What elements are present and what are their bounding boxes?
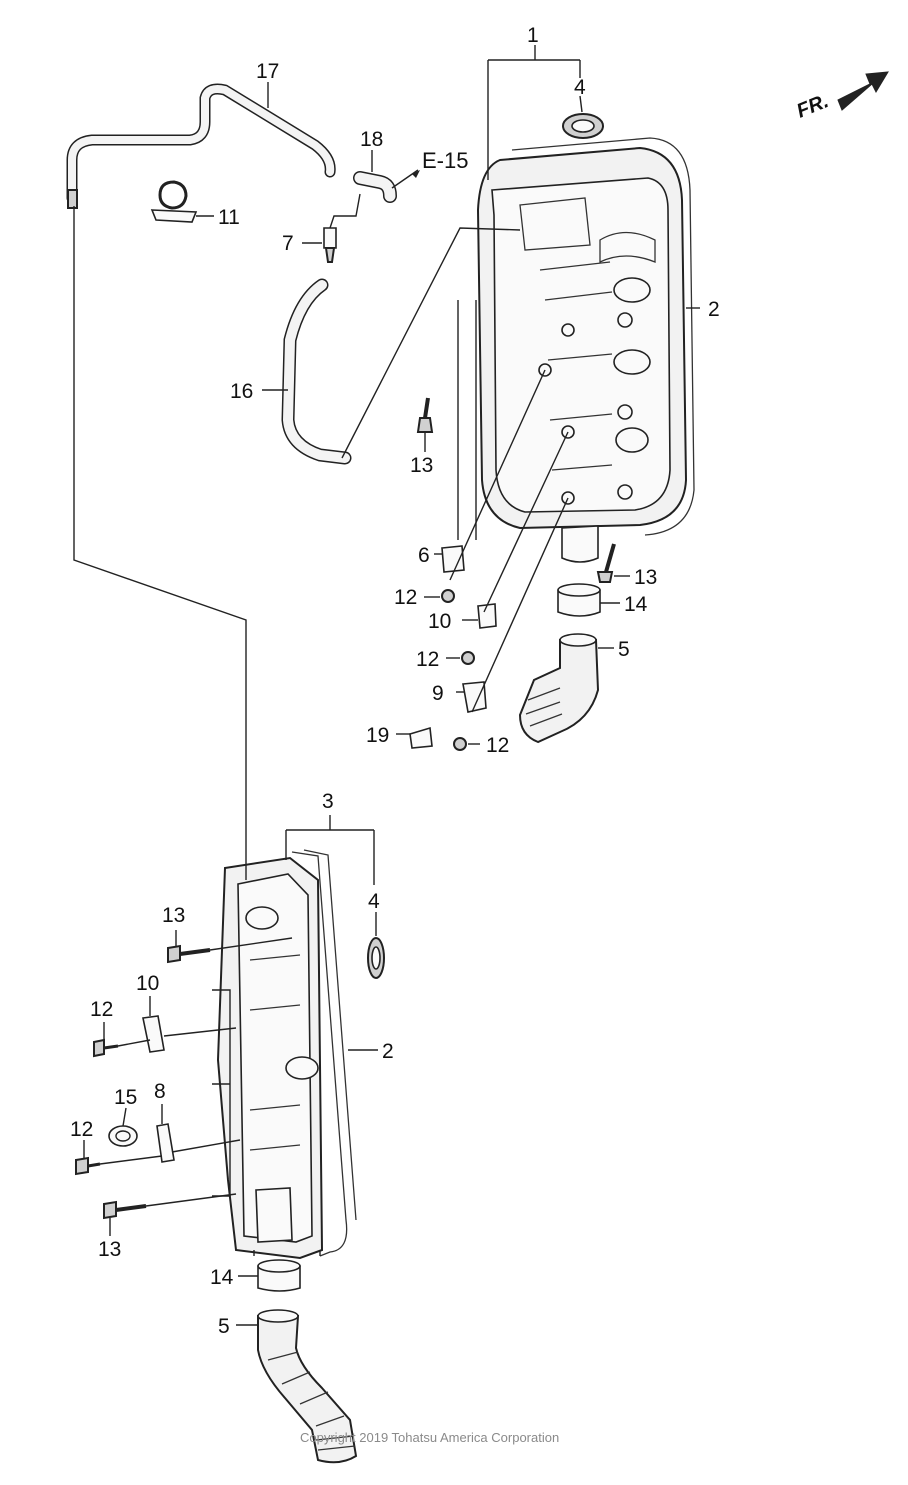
clip-19 xyxy=(409,726,433,749)
joint-7 xyxy=(323,227,337,263)
bolt-13-lower-bottom xyxy=(103,1200,147,1220)
callout-12-b: 12 xyxy=(416,648,439,671)
bracket-10-lower xyxy=(142,1015,165,1053)
callout-3: 3 xyxy=(322,790,334,813)
callout-13-lower-bottom: 13 xyxy=(98,1238,121,1261)
front-arrow-icon xyxy=(837,71,889,111)
hose-16 xyxy=(281,278,352,465)
lower-grommet xyxy=(367,937,385,979)
callout-5-upper: 5 xyxy=(618,638,630,661)
clamp-14-lower xyxy=(257,1259,301,1292)
callout-13-upper-left: 13 xyxy=(410,454,433,477)
leader-lines xyxy=(73,45,700,1326)
callout-13-lower-top: 13 xyxy=(162,904,185,927)
elbow-hose-18 xyxy=(353,171,397,203)
bolt-13-upper-right xyxy=(596,543,616,583)
breather-hose-17 xyxy=(66,83,336,209)
callout-19: 19 xyxy=(366,724,389,747)
callout-4-lower: 4 xyxy=(368,890,380,913)
reference-e15: E-15 xyxy=(422,148,468,173)
callout-8: 8 xyxy=(154,1080,166,1103)
callout-10-upper: 10 xyxy=(428,610,451,633)
upper-head-cover xyxy=(476,146,688,563)
bracket-8 xyxy=(156,1123,175,1163)
callout-12-c: 12 xyxy=(486,734,509,757)
callout-2-upper: 2 xyxy=(708,298,720,321)
copyright-notice: Copyright 2019 Tohatsu America Corporati… xyxy=(300,1430,559,1445)
clamp-15 xyxy=(108,1125,138,1147)
callout-18: 18 xyxy=(360,128,383,151)
callout-17: 17 xyxy=(256,60,279,83)
bolt-12-c xyxy=(453,737,467,751)
bolt-12-e xyxy=(75,1156,101,1176)
bracket-9 xyxy=(462,681,487,713)
callout-14-upper: 14 xyxy=(624,593,648,616)
callout-12-e: 12 xyxy=(70,1118,93,1141)
callout-7: 7 xyxy=(282,232,294,255)
reference-arrow-icon xyxy=(412,170,420,178)
callout-12-d: 12 xyxy=(90,998,113,1021)
hose-clip-11 xyxy=(150,180,198,223)
callout-13-upper-right: 13 xyxy=(634,566,657,589)
callout-6: 6 xyxy=(418,544,430,567)
callout-11: 11 xyxy=(218,206,240,229)
callout-15: 15 xyxy=(114,1086,137,1109)
bolt-12-d xyxy=(93,1038,119,1058)
upper-gasket xyxy=(511,137,695,536)
lower-gasket xyxy=(291,849,357,1257)
callout-9: 9 xyxy=(432,682,444,705)
callout-labels: 1 4 2 17 18 E-15 11 7 16 13 13 14 5 6 12… xyxy=(70,24,720,1338)
front-direction-indicator: FR. xyxy=(794,71,889,123)
intake-duct-5-lower xyxy=(257,1309,358,1464)
callout-12-a: 12 xyxy=(394,586,417,609)
callout-14-lower: 14 xyxy=(210,1266,234,1289)
bolt-13-lower-top xyxy=(167,944,211,964)
intake-duct-5-upper xyxy=(518,633,600,744)
bracket-6 xyxy=(441,545,465,573)
fr-label: FR. xyxy=(794,90,832,122)
bracket-10-upper xyxy=(477,603,497,629)
callout-4-upper: 4 xyxy=(574,76,586,99)
upper-grommet xyxy=(562,113,604,139)
callout-2-lower: 2 xyxy=(382,1040,394,1063)
lower-head-cover xyxy=(216,856,324,1260)
bolt-12-b xyxy=(461,651,475,665)
callout-1: 1 xyxy=(527,24,539,47)
bolt-12-a xyxy=(441,589,455,603)
callout-16: 16 xyxy=(230,380,253,403)
callout-5-lower: 5 xyxy=(218,1315,230,1338)
clamp-14-upper xyxy=(557,583,601,617)
bolt-13-upper-left xyxy=(416,397,434,433)
callout-10-lower: 10 xyxy=(136,972,159,995)
